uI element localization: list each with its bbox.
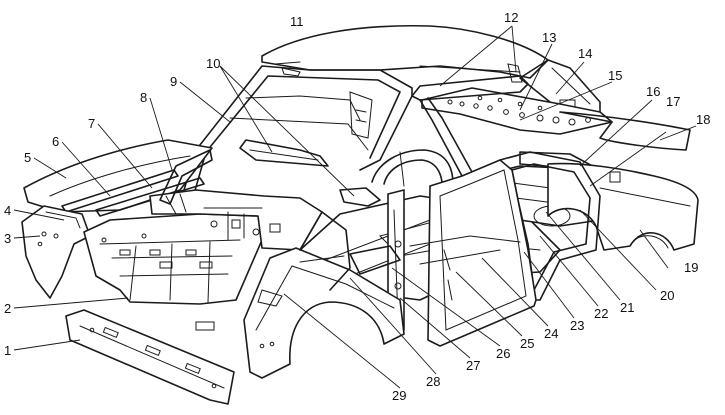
parcel-shelf xyxy=(421,87,613,135)
callout-9: 9 xyxy=(170,74,177,89)
callout-6: 6 xyxy=(52,134,59,149)
callout-23: 23 xyxy=(570,318,584,333)
callout-21: 21 xyxy=(620,300,634,315)
leader-lines xyxy=(13,25,697,389)
callout-24: 24 xyxy=(544,326,558,341)
callout-7: 7 xyxy=(88,116,95,131)
callout-16: 16 xyxy=(646,84,660,99)
callout-17: 17 xyxy=(666,94,680,109)
callout-26: 26 xyxy=(496,346,510,361)
front-lower-crossmember xyxy=(65,309,235,405)
callout-11: 11 xyxy=(290,14,304,29)
callout-29: 29 xyxy=(392,388,406,403)
callout-8: 8 xyxy=(140,90,147,105)
callout-3: 3 xyxy=(4,231,11,246)
callout-4: 4 xyxy=(4,203,11,218)
engine-bay-frame xyxy=(83,213,263,305)
callout-2: 2 xyxy=(4,301,11,316)
windshield-roof-frame xyxy=(177,65,413,211)
callout-1: 1 xyxy=(4,343,11,358)
front-strut-tower xyxy=(299,211,351,291)
front-fender xyxy=(195,247,405,379)
callout-25: 25 xyxy=(520,336,534,351)
roof-panel xyxy=(261,24,549,79)
callout-13: 13 xyxy=(542,30,556,45)
callout-28: 28 xyxy=(426,374,440,389)
callout-labels: 1 2 3 4 5 6 7 8 9 10 11 12 13 14 15 16 1… xyxy=(4,10,710,403)
callout-22: 22 xyxy=(594,306,608,321)
a-pillar-inner xyxy=(159,149,213,205)
front-inner-wing xyxy=(21,205,91,299)
callout-12: 12 xyxy=(504,10,518,25)
callout-10: 10 xyxy=(206,56,220,71)
callout-18: 18 xyxy=(696,112,710,127)
callout-15: 15 xyxy=(608,68,622,83)
inner-sill-tunnel xyxy=(349,235,521,275)
rear-wheel-arch xyxy=(371,149,454,197)
callout-27: 27 xyxy=(466,358,480,373)
callout-14: 14 xyxy=(578,46,592,61)
callout-19: 19 xyxy=(684,260,698,275)
callout-20: 20 xyxy=(660,288,674,303)
callout-5: 5 xyxy=(24,150,31,165)
rear-quarter-panel xyxy=(547,162,699,251)
